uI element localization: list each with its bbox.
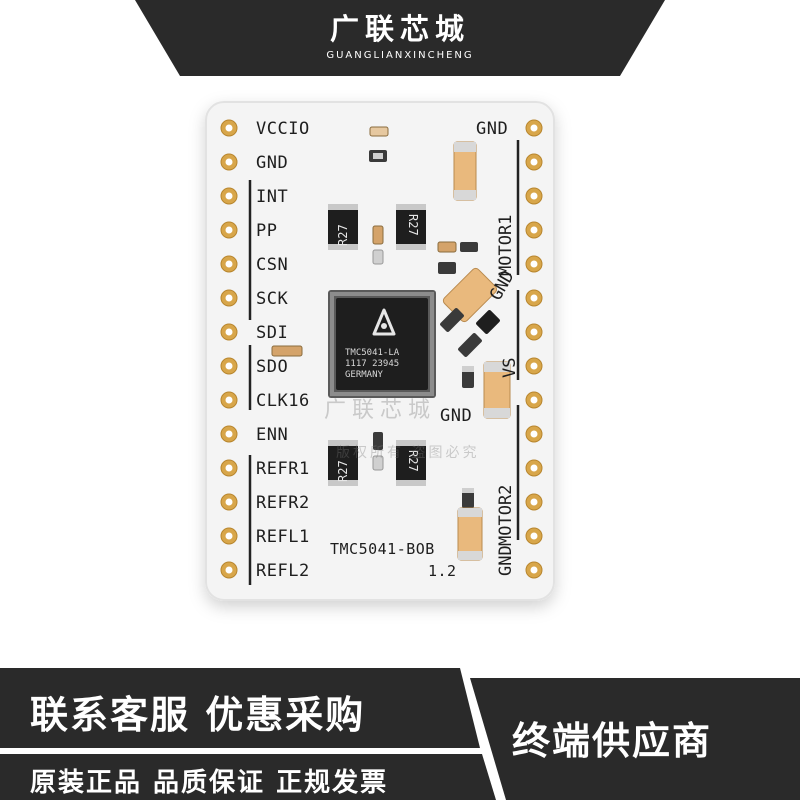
pin-label-sdi: SDI xyxy=(256,323,289,343)
pin-label-pp: PP xyxy=(256,221,278,241)
pin-label-sdo: SDO xyxy=(256,357,289,377)
pin-label-vccio: VCCIO xyxy=(256,119,310,139)
resistor-marking-3: R27 xyxy=(336,460,350,482)
pin-label-int: INT xyxy=(256,187,289,207)
board-version: 1.2 xyxy=(428,562,457,580)
brand-title: 广联芯城 xyxy=(329,12,470,46)
board-name: TMC5041-BOB xyxy=(330,540,435,558)
gnd-bottom-label: GND xyxy=(496,545,516,576)
pin-label-refl1: REFL1 xyxy=(256,527,310,547)
pin-label-clk16: CLK16 xyxy=(256,391,310,411)
promo-supplier-text: 终端供应商 xyxy=(512,719,713,763)
watermark-notice: 版权所有 盗图必究 xyxy=(336,445,480,461)
banner-shape xyxy=(135,0,665,76)
pin-label-gnd: GND xyxy=(256,153,289,173)
pin-label-csn: CSN xyxy=(256,255,289,275)
product-photo: VCCIO GND INT PP CSN SCK SDI SDO CLK16 E… xyxy=(0,80,800,640)
motor2-label: MOTOR2 xyxy=(496,484,516,546)
smd-components xyxy=(271,126,511,561)
pin-label-refr1: REFR1 xyxy=(256,459,310,479)
promo-contact-text: 联系客服 优惠采购 xyxy=(30,693,366,737)
promo-footer-shape xyxy=(0,668,800,800)
gnd-mid-label: GND xyxy=(440,406,473,426)
ic-chip xyxy=(328,290,436,398)
pin-label-sck: SCK xyxy=(256,289,289,309)
pin-label-refl2: REFL2 xyxy=(256,561,310,581)
pin-label-gnd-top: GND xyxy=(476,119,509,139)
watermark-brand: 广联芯城 xyxy=(324,398,437,423)
chip-marking-line1: TMC5041-LA xyxy=(345,348,400,358)
resistor-marking-1: R27 xyxy=(336,224,350,246)
promo-guarantee-text: 原装正品 品质保证 正规发票 xyxy=(30,768,389,798)
brand-banner: 广联芯城 GUANGLIANXINCHENG xyxy=(135,0,665,76)
vs-label: VS xyxy=(500,357,520,378)
resistor-marking-2: R27 xyxy=(406,214,420,236)
board-graphic xyxy=(205,101,555,601)
promo-footer: 联系客服 优惠采购 终端供应商 原装正品 品质保证 正规发票 xyxy=(0,668,800,800)
chip-marking-line2: 1117 23945 xyxy=(345,359,400,369)
brand-subtitle: GUANGLIANXINCHENG xyxy=(326,50,474,61)
pin-label-enn: ENN xyxy=(256,425,289,445)
chip-marking-line3: GERMANY xyxy=(345,370,383,380)
motor1-label: MOTOR1 xyxy=(496,214,516,276)
pin-label-refr2: REFR2 xyxy=(256,493,310,513)
